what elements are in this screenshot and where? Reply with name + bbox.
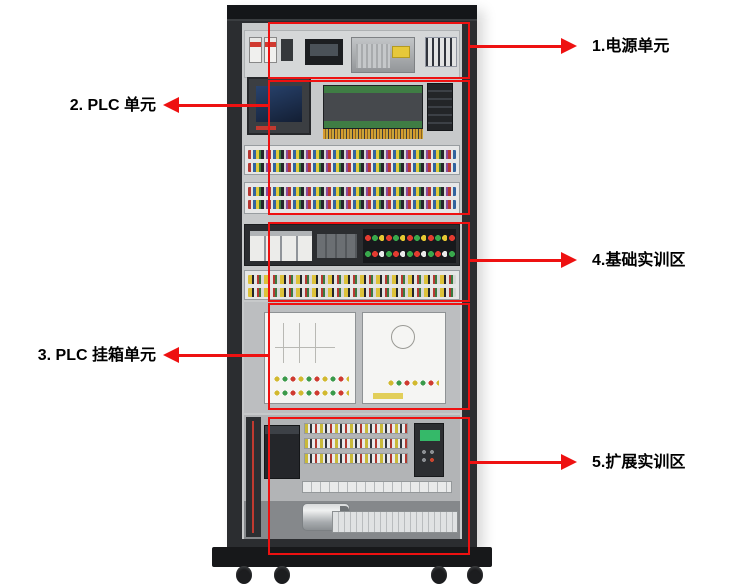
plc-body [324,93,422,121]
terminal-strip-row [304,453,408,464]
terminal-row [248,200,456,209]
plc-terminal-strip [324,121,422,128]
cabinet-base [212,547,492,567]
relay-module [281,39,293,61]
terminal-block [425,37,457,67]
hanging-box-panel-left [264,312,356,404]
schematic-line [315,323,316,363]
caster-wheel [431,566,447,584]
hmi-brand-strip [256,126,276,130]
equipment-cabinet [227,5,477,547]
arrowhead-icon [163,97,179,113]
arrow-line [179,104,268,107]
terminal-row [248,163,456,172]
schematic-line [299,323,300,363]
psu-vent-grille [356,44,390,68]
terminal-row [248,275,456,284]
arrow-line [179,354,268,357]
wiring-bundle [323,129,423,139]
terminal-row [248,288,456,297]
indicator-lamp-row [273,375,349,383]
terminal-strip-row [244,182,460,214]
arrowhead-icon [163,347,179,363]
indicator-button-panel [363,229,456,263]
callout-label-plc-unit: 2. PLC 单元 [69,97,156,114]
plc-terminal-strip [324,86,422,93]
vfd-display [420,430,440,441]
vfd-keypad [420,448,440,464]
caster-wheel [467,566,483,584]
terminal-row [248,150,456,159]
red-wire [252,421,254,533]
contactor-group [250,231,312,261]
arrowhead-icon [561,252,577,268]
arrowhead-icon [561,38,577,54]
arrowhead-icon [561,454,577,470]
meter-display [310,44,338,56]
schematic-line [275,347,335,348]
dial-gauge-outline [391,325,415,349]
io-module-header [265,426,299,434]
indicator-lamp-row [273,389,349,397]
terminal-strip-row [244,145,460,175]
panel-meter [305,39,343,65]
plc-module [323,85,423,129]
callout-label-extended-training-area: 5.扩展实训区 [592,454,686,471]
callout-label-basic-training-area: 4.基础实训区 [592,252,686,269]
callout-label-plc-hanging-box-unit: 3. PLC 挂箱单元 [37,347,156,364]
wide-terminal-strip [302,481,452,493]
ethernet-switch [427,83,453,131]
relay-group [317,234,357,258]
terminal-row [248,187,456,196]
contactor-and-button-row [244,224,460,266]
power-unit-row [244,30,460,78]
hanging-box-panel-right [362,312,446,404]
plc-hanging-box-area [244,302,460,413]
arrow-line [470,45,562,48]
arrow-line [470,259,562,262]
bottom-terminal-strip [332,511,458,533]
panel-label-strip [373,393,403,399]
schematic-line [283,323,284,363]
caster-wheel [274,566,290,584]
extended-training-area [244,415,460,539]
psu-warning-sticker [392,46,410,58]
variable-frequency-drive [414,423,444,477]
io-module [264,425,300,479]
arrow-line [470,461,562,464]
terminal-strip-row [304,438,408,449]
terminal-strip-row [304,423,408,434]
cabinet-top-cap [227,5,477,21]
cable-duct [246,417,261,537]
circuit-breaker [249,37,262,63]
indicator-lamp-row [387,379,439,387]
switching-power-supply [351,37,415,73]
circuit-breaker [264,37,277,63]
caster-wheel [236,566,252,584]
hmi-touch-panel [247,77,311,135]
terminal-strip-row [244,270,460,300]
callout-label-power-unit: 1.电源单元 [592,38,670,55]
